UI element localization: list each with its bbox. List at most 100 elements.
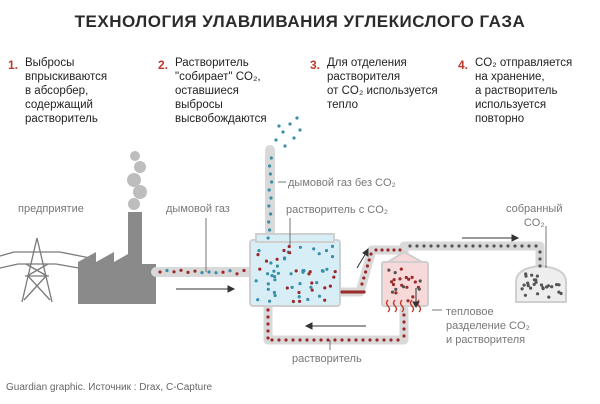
particle-dot — [369, 252, 373, 256]
particle-dot — [380, 248, 384, 252]
particle-dot — [402, 313, 406, 317]
label-collected-co2: собранный CO₂ — [506, 203, 563, 229]
particle-dot — [268, 164, 272, 168]
particle-dot — [529, 286, 533, 290]
step-2-text: Растворитель "собирает" CO₂, оставшиеся … — [175, 57, 267, 125]
particle-dot — [257, 249, 261, 253]
step-1-text: Выбросы впрыскиваются в абсорбер, содерж… — [25, 57, 108, 125]
particle-dot — [374, 248, 378, 252]
particle-dot — [550, 285, 554, 289]
step-3-text: Для отделения растворителя от CO₂ исполь… — [327, 57, 438, 111]
particle-dot — [415, 244, 419, 248]
particle-dot — [288, 251, 292, 255]
particle-dot — [282, 248, 286, 253]
particle-dot — [464, 244, 468, 248]
particle-dot — [328, 284, 332, 288]
particle-dot — [541, 286, 545, 290]
particle-dot — [535, 274, 540, 278]
particle-dot — [391, 282, 396, 287]
particle-dot — [276, 271, 280, 275]
particle-dot — [402, 327, 406, 331]
particle-dot — [485, 244, 489, 248]
particle-dot — [506, 244, 510, 248]
particle-dot — [298, 338, 302, 342]
particle-dot — [287, 244, 291, 249]
factory-icon — [78, 151, 156, 304]
particle-dot — [530, 273, 534, 277]
particle-dot — [214, 271, 218, 275]
particle-dot — [298, 282, 302, 286]
particle-dot — [242, 268, 246, 273]
particle-dot — [298, 299, 302, 303]
particle-dot — [295, 116, 299, 120]
particle-dot — [333, 338, 337, 342]
particle-dot — [305, 338, 309, 342]
particle-dot — [396, 338, 400, 342]
particle-dot — [413, 280, 417, 284]
particle-dot — [408, 244, 412, 248]
particle-dot — [298, 245, 302, 249]
particle-dot — [362, 290, 366, 294]
particle-dot — [272, 290, 276, 295]
particle-dot — [268, 228, 272, 232]
particle-dot — [534, 244, 538, 248]
step-2-number: 2. — [158, 58, 169, 72]
particle-dot — [513, 244, 517, 248]
particle-dot — [559, 291, 563, 296]
flow-arrow-up-icon — [356, 247, 369, 269]
particle-dot — [522, 283, 526, 287]
particle-dot — [325, 267, 329, 271]
particle-dot — [284, 338, 288, 342]
particle-dot — [281, 130, 285, 134]
particle-dot — [450, 244, 454, 248]
particle-dot — [266, 336, 270, 340]
particle-dot — [268, 172, 272, 176]
particle-dot — [436, 244, 440, 248]
particle-dot — [330, 255, 335, 259]
particle-dot — [275, 257, 279, 261]
particle-dot — [375, 338, 379, 342]
particle-dot — [266, 308, 270, 312]
particle-dot — [398, 277, 402, 281]
particle-dot — [312, 247, 316, 251]
label-solvent-co2: растворитель с CO₂ — [286, 204, 389, 216]
particle-dot — [527, 244, 531, 248]
particle-dot — [292, 136, 296, 140]
particle-dot — [361, 338, 365, 342]
particle-dot — [330, 244, 335, 248]
particle-dot — [269, 261, 273, 265]
regenerator-tank — [381, 250, 429, 307]
particle-dot — [323, 298, 327, 302]
particle-dot — [429, 244, 433, 248]
particle-dot — [362, 276, 366, 280]
particle-dot — [277, 124, 281, 128]
source-credit: Guardian graphic. Источник : Drax, C-Cap… — [6, 382, 213, 393]
particle-dot — [411, 295, 415, 299]
particle-dot — [398, 248, 402, 252]
particle-dot — [312, 338, 316, 342]
particle-dot — [309, 285, 313, 289]
particle-dot — [273, 293, 277, 298]
absorber-tank — [249, 233, 341, 307]
particle-dot — [269, 156, 273, 160]
particle-dot — [308, 270, 312, 274]
particle-dot — [317, 294, 322, 298]
particle-dot — [365, 264, 369, 268]
particle-dot — [266, 329, 270, 333]
flow-arrow-right-co2-icon — [462, 234, 520, 242]
particle-dot — [402, 320, 406, 324]
label-thermal-separation: тепловое разделение CO₂ и растворителя — [446, 306, 530, 346]
particle-dot — [266, 236, 270, 240]
particle-dot — [291, 299, 295, 304]
particle-dot — [405, 285, 409, 289]
particle-dot — [404, 275, 408, 280]
step-4-number: 4. — [458, 58, 469, 72]
particle-dot — [390, 290, 395, 294]
particle-dot — [158, 270, 162, 274]
particle-dot — [389, 338, 393, 342]
particle-dot — [277, 338, 281, 342]
particle-dot — [326, 338, 330, 342]
particle-dot — [273, 278, 277, 282]
